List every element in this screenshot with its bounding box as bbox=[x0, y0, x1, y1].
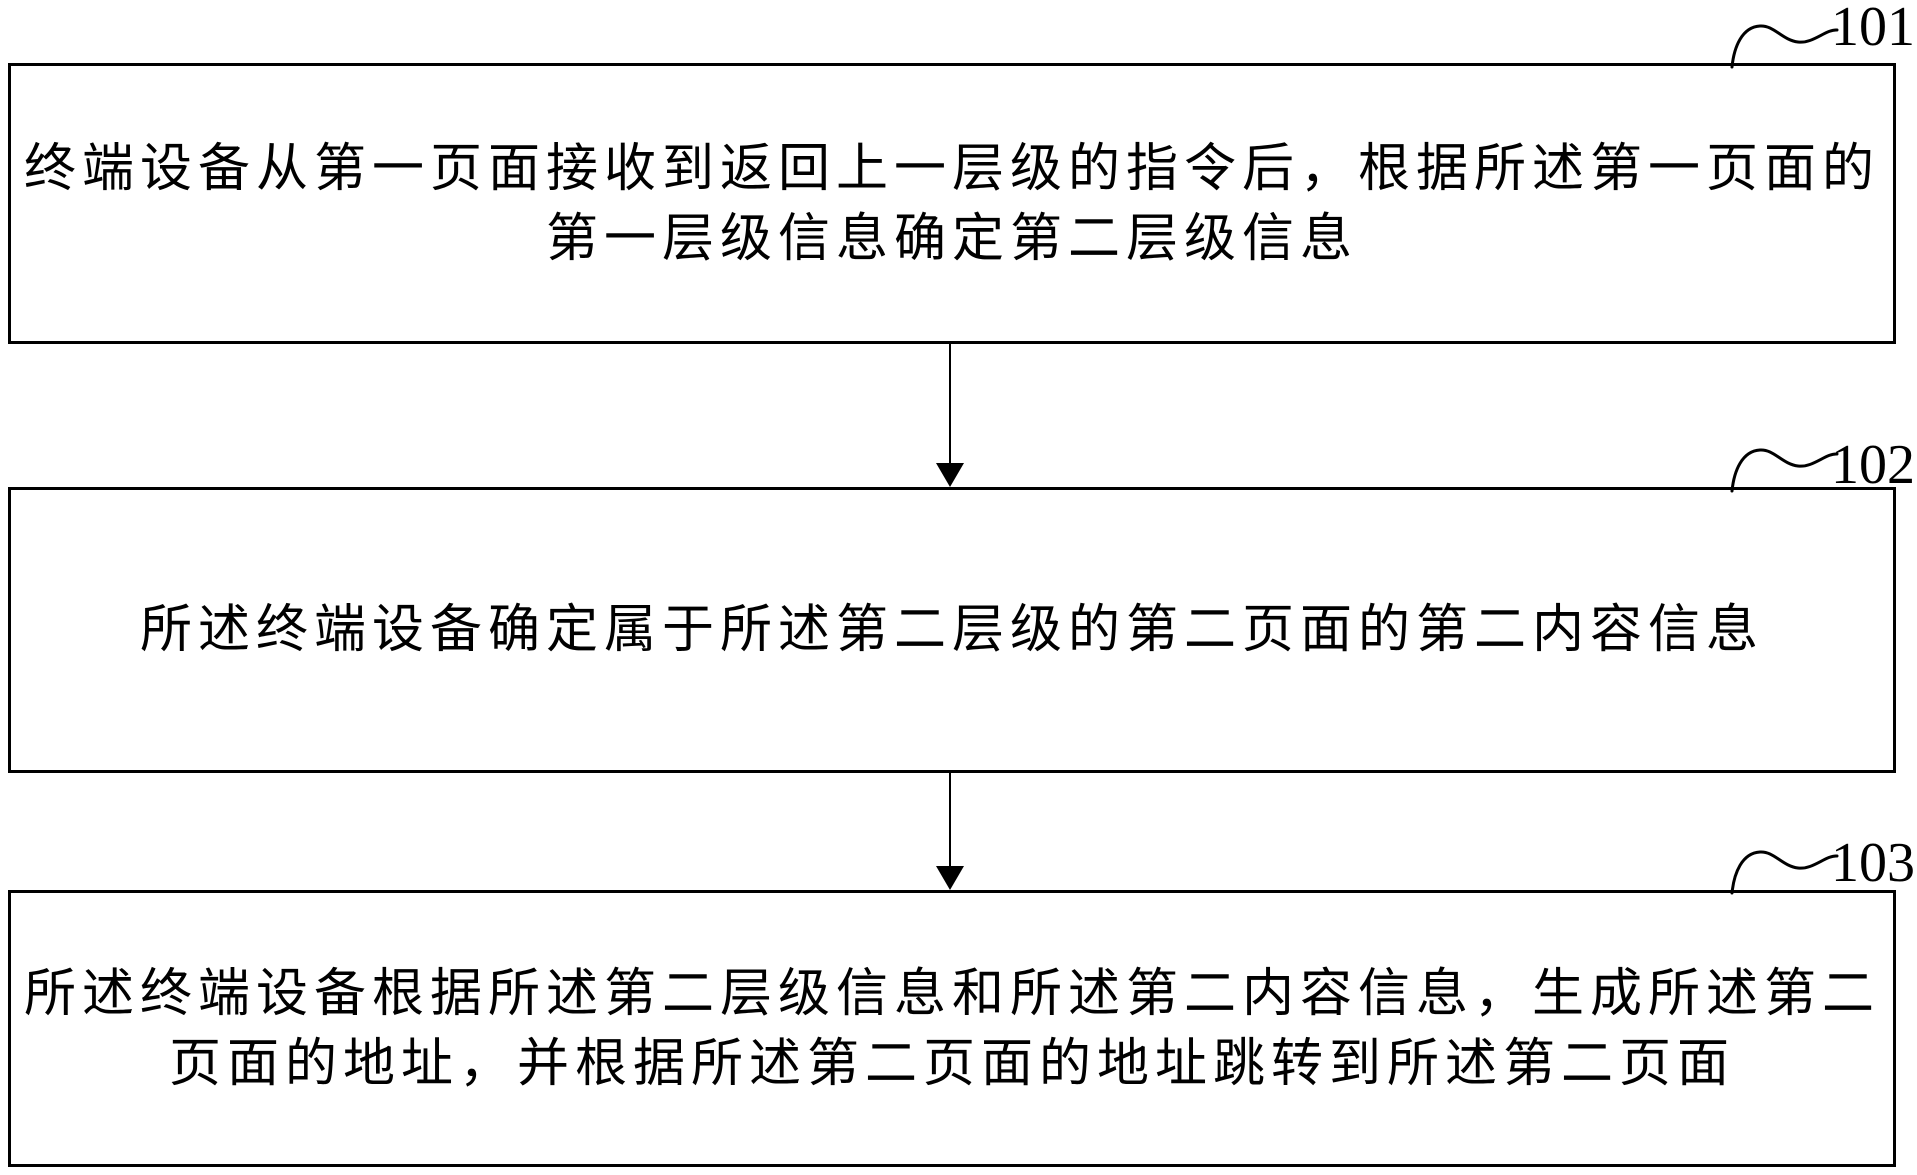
step-103-text-line-1: 所述终端设备根据所述第二层级信息和所述第二内容信息，生成所述第二 bbox=[23, 963, 1880, 1024]
step-101-text-line-1: 终端设备从第一页面接收到返回上一层级的指令后，根据所述第一页面的 bbox=[23, 138, 1880, 199]
arrow-stem bbox=[949, 772, 951, 867]
ref-label-101: 101 bbox=[1831, 0, 1915, 58]
step-101-text-line-2: 第一层级信息确定第二层级信息 bbox=[545, 208, 1358, 269]
step-103-text-line-2: 页面的地址，并根据所述第二页面的地址跳转到所述第二页面 bbox=[168, 1033, 1735, 1094]
arrow-head-down-icon bbox=[936, 463, 964, 487]
leader-curve-102-icon bbox=[1730, 448, 1839, 493]
leader-curve-101-icon bbox=[1730, 24, 1839, 69]
flow-box-step-103: 所述终端设备根据所述第二层级信息和所述第二内容信息，生成所述第二 页面的地址，并… bbox=[8, 890, 1896, 1167]
flow-box-step-101: 终端设备从第一页面接收到返回上一层级的指令后，根据所述第一页面的 第一层级信息确… bbox=[8, 63, 1896, 344]
ref-label-103: 103 bbox=[1831, 832, 1915, 894]
leader-curve-103-icon bbox=[1730, 850, 1839, 895]
arrow-head-down-icon bbox=[936, 866, 964, 890]
step-102-text-line-1: 所述终端设备确定属于所述第二层级的第二页面的第二内容信息 bbox=[139, 600, 1764, 660]
flow-arrow-102-to-103 bbox=[936, 772, 964, 890]
arrow-stem bbox=[949, 343, 951, 464]
ref-label-102: 102 bbox=[1831, 434, 1915, 496]
flow-arrow-101-to-102 bbox=[936, 343, 964, 487]
flow-box-step-102: 所述终端设备确定属于所述第二层级的第二页面的第二内容信息 bbox=[8, 487, 1896, 773]
